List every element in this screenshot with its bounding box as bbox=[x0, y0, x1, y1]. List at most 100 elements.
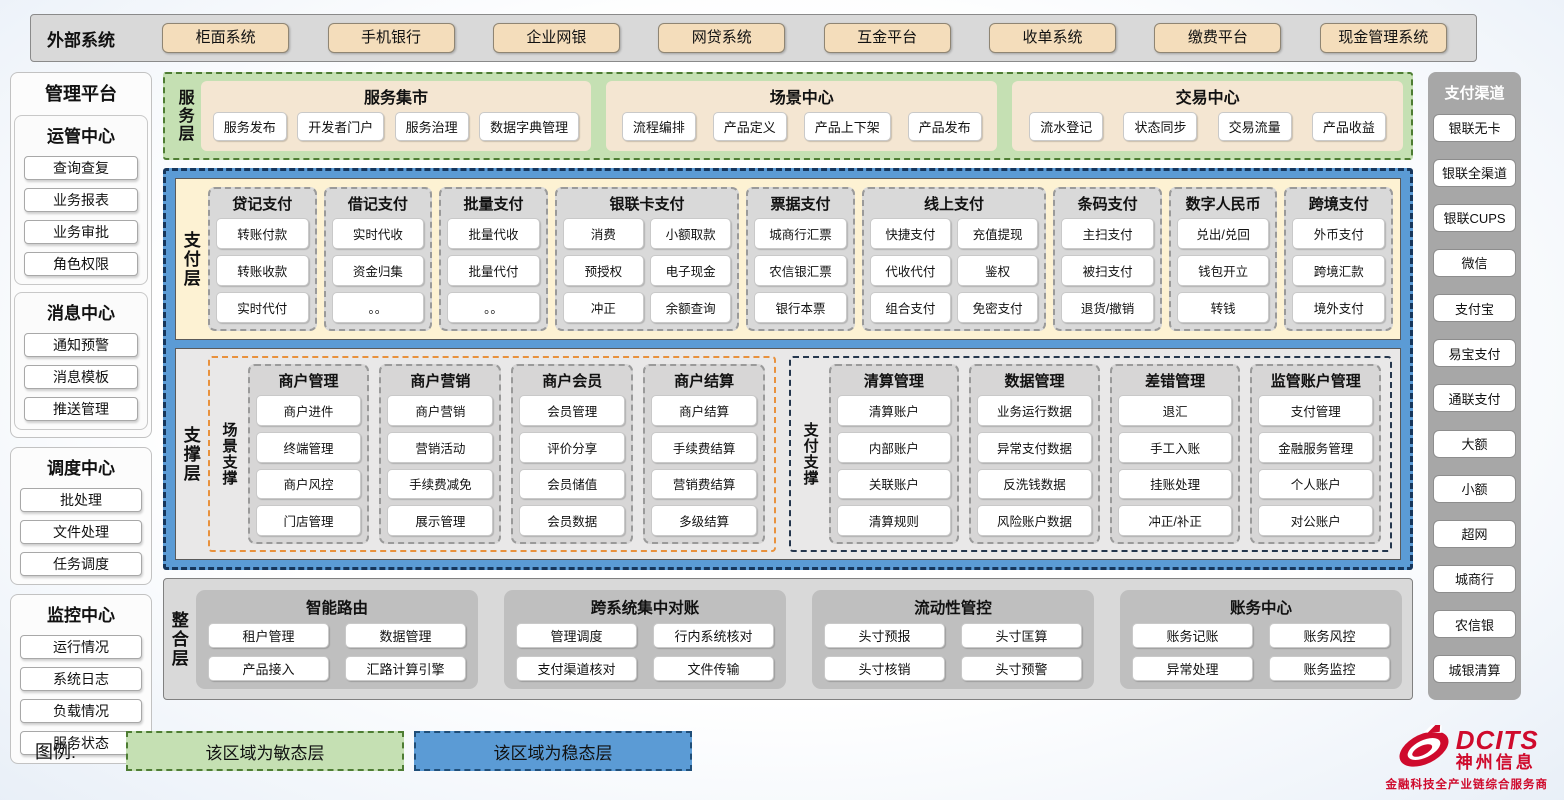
payment-item-box: 跨境汇款 bbox=[1292, 255, 1386, 286]
payment-channel-box: 城银清算 bbox=[1433, 655, 1516, 684]
payment-channel-box: 银联无卡 bbox=[1433, 113, 1516, 142]
service-section: 交易中心流水登记状态同步交易流量产品收益 bbox=[1012, 81, 1403, 151]
sidebar-group: 运管中心查询查复业务报表业务审批角色权限 bbox=[14, 115, 148, 285]
external-system-box: 网贷系统 bbox=[658, 23, 786, 53]
support-item-box: 会员数据 bbox=[519, 505, 626, 536]
support-item-box: 清算账户 bbox=[836, 395, 952, 426]
sidebar-group: 消息中心通知预警消息模板推送管理 bbox=[14, 292, 148, 430]
support-column-title: 商户管理 bbox=[278, 373, 339, 390]
integration-section-items: 租户管理数据管理产品接入汇路计算引擎 bbox=[208, 622, 466, 681]
payment-column-items: 主扫支付被扫支付退货/撤销 bbox=[1061, 218, 1154, 323]
service-item-box: 状态同步 bbox=[1123, 112, 1198, 141]
payment-column-items: 外币支付跨境汇款境外支付 bbox=[1292, 218, 1386, 323]
payment-item-box: 银行本票 bbox=[754, 292, 847, 323]
payment-item-box: 实时代付 bbox=[216, 292, 309, 323]
support-layer-label: 支撑层 bbox=[180, 425, 200, 483]
legend-stable-layer: 该区域为稳态层 bbox=[414, 731, 693, 771]
support-item-box: 关联账户 bbox=[836, 468, 952, 500]
external-system-box: 柜面系统 bbox=[162, 23, 290, 53]
sidebar-group-title: 监控中心 bbox=[47, 606, 115, 625]
service-item-box: 开发者门户 bbox=[297, 112, 385, 141]
integration-item-box: 数据管理 bbox=[345, 622, 466, 648]
management-platform-title: 管理平台 bbox=[45, 84, 117, 104]
payment-channel-box: 小额 bbox=[1433, 474, 1516, 503]
support-column-items: 商户结算手续费结算营销费结算多级结算 bbox=[651, 395, 758, 536]
integration-section-items: 管理调度行内系统核对支付渠道核对文件传输 bbox=[516, 622, 774, 681]
support-zone-label: 场景支撑 bbox=[220, 422, 238, 486]
support-item-box: 挂账处理 bbox=[1117, 468, 1233, 500]
service-section-title: 服务集市 bbox=[363, 90, 428, 107]
support-item-box: 商户风控 bbox=[255, 468, 362, 500]
logo-name: DCITS bbox=[1455, 725, 1539, 756]
external-systems-label: 外部系统 bbox=[47, 30, 115, 50]
service-item-box: 服务治理 bbox=[394, 112, 469, 141]
support-item-box: 手续费结算 bbox=[651, 431, 758, 463]
integration-item-box: 账务记账 bbox=[1132, 622, 1253, 648]
payment-column-items: 实时代收资金归集。。 bbox=[331, 218, 425, 323]
integration-section: 跨系统集中对账管理调度行内系统核对支付渠道核对文件传输 bbox=[504, 589, 786, 689]
payment-channel-box: 城商行 bbox=[1433, 564, 1516, 593]
legend: 图例: 该区域为敏态层 该区域为稳态层 bbox=[35, 731, 693, 771]
integration-item-box: 账务风控 bbox=[1269, 622, 1390, 648]
sidebar-item-box: 任务调度 bbox=[20, 552, 142, 576]
support-column-items: 商户进件终端管理商户风控门店管理 bbox=[255, 395, 362, 536]
service-section-title: 场景中心 bbox=[769, 90, 834, 107]
payment-layer: 支付层 贷记支付转账付款转账收款实时代付借记支付实时代收资金归集。。批量支付批量… bbox=[175, 178, 1401, 340]
payment-item-box: 主扫支付 bbox=[1061, 218, 1154, 249]
logo-cn-name: 神州信息 bbox=[1455, 752, 1536, 772]
payment-channel-box: 超网 bbox=[1433, 519, 1516, 548]
payment-item-box: 组合支付 bbox=[869, 292, 952, 323]
payment-column: 银联卡支付消费小额取款预授权电子现金冲正余额查询 bbox=[554, 187, 740, 331]
support-item-box: 风险账户数据 bbox=[977, 505, 1092, 536]
payment-channel-box: 微信 bbox=[1433, 248, 1516, 277]
support-item-box: 商户结算 bbox=[651, 395, 758, 426]
support-column-title: 监管账户管理 bbox=[1270, 373, 1361, 390]
sidebar-item-box: 业务报表 bbox=[24, 188, 138, 212]
payment-channel-box: 易宝支付 bbox=[1433, 339, 1516, 368]
external-system-box: 收单系统 bbox=[989, 23, 1117, 53]
integration-section-title: 智能路由 bbox=[305, 599, 368, 617]
payment-column-title: 借记支付 bbox=[347, 196, 408, 213]
payment-item-box: 消费 bbox=[562, 218, 644, 249]
support-item-box: 内部账户 bbox=[836, 431, 952, 463]
support-item-box: 商户进件 bbox=[255, 395, 362, 426]
support-column-title: 商户会员 bbox=[542, 373, 603, 390]
sidebar-item-box: 业务审批 bbox=[24, 220, 138, 244]
management-primary-groups: 运管中心查询查复业务报表业务审批角色权限消息中心通知预警消息模板推送管理 bbox=[14, 115, 148, 430]
service-layer-label: 服务层 bbox=[175, 89, 193, 143]
payment-channel-box: 支付宝 bbox=[1433, 294, 1516, 323]
support-item-box: 支付管理 bbox=[1258, 395, 1374, 426]
payment-channel-box: 大额 bbox=[1433, 429, 1516, 458]
payment-item-box: 转账付款 bbox=[216, 218, 309, 249]
external-systems-bar: 外部系统 柜面系统手机银行企业网银网贷系统互金平台收单系统缴费平台现金管理系统 bbox=[30, 14, 1477, 62]
support-column: 差错管理退汇手工入账挂账处理冲正/补正 bbox=[1109, 364, 1241, 544]
payment-item-box: 外币支付 bbox=[1292, 218, 1386, 249]
sidebar-group-title: 消息中心 bbox=[47, 304, 115, 323]
payment-layer-label: 支付层 bbox=[180, 230, 200, 288]
payment-item-box: 余额查询 bbox=[649, 292, 732, 323]
service-item-box: 数据字典管理 bbox=[479, 112, 580, 141]
payment-channel-box: 银联CUPS bbox=[1433, 203, 1516, 232]
support-item-box: 门店管理 bbox=[255, 505, 362, 536]
integration-section: 智能路由租户管理数据管理产品接入汇路计算引擎 bbox=[196, 589, 478, 689]
service-section-items: 服务发布开发者门户服务治理数据字典管理 bbox=[211, 108, 582, 145]
service-item-box: 产品上下架 bbox=[803, 112, 891, 141]
support-item-box: 展示管理 bbox=[387, 505, 494, 536]
external-system-box: 互金平台 bbox=[823, 23, 951, 53]
support-item-box: 手工入账 bbox=[1117, 431, 1233, 463]
integration-item-box: 租户管理 bbox=[208, 622, 329, 648]
payment-item-box: 冲正 bbox=[562, 292, 644, 323]
integration-item-box: 文件传输 bbox=[653, 655, 774, 681]
payment-item-box: 预授权 bbox=[562, 255, 644, 286]
payment-column: 批量支付批量代收批量代付。。 bbox=[439, 187, 548, 331]
service-section-items: 流程编排产品定义产品上下架产品发布 bbox=[616, 108, 987, 145]
sidebar-item-box: 查询查复 bbox=[24, 156, 138, 180]
payment-item-box: 退货/撤销 bbox=[1061, 292, 1154, 323]
payment-item-box: 兑出/兑回 bbox=[1176, 218, 1270, 249]
payment-column: 线上支付快捷支付充值提现代收代付鉴权组合支付免密支付 bbox=[861, 187, 1047, 331]
integration-layer: 整合层 智能路由租户管理数据管理产品接入汇路计算引擎跨系统集中对账管理调度行内系… bbox=[163, 578, 1413, 700]
sidebar-item-box: 文件处理 bbox=[20, 520, 142, 544]
sidebar-item-box: 推送管理 bbox=[24, 397, 138, 421]
